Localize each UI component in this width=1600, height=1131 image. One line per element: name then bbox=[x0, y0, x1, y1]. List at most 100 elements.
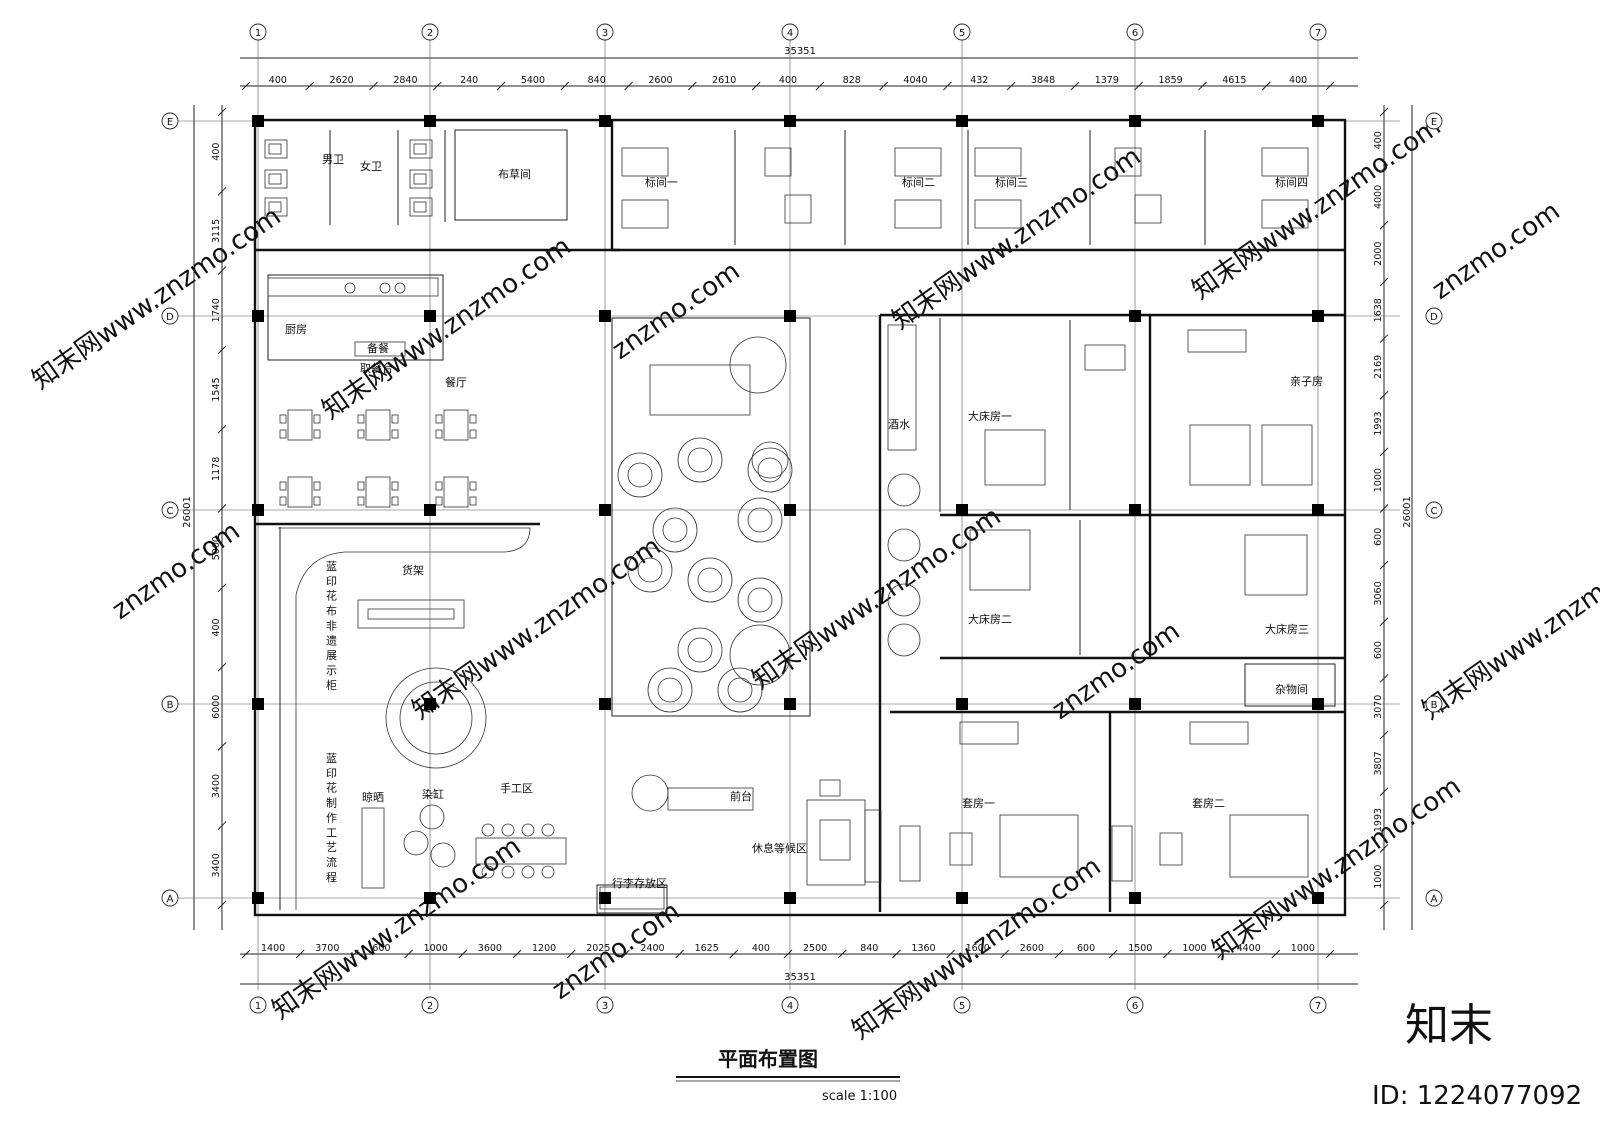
suite1-table bbox=[949, 832, 973, 866]
room-luggage: 行李存放区 bbox=[612, 876, 667, 890]
bubble-bottom-7-circle bbox=[1309, 996, 1327, 1014]
dining-chair-0-2 bbox=[313, 414, 321, 424]
dim-bottom-tick-20 bbox=[1325, 949, 1335, 959]
wc-toilet-3 bbox=[413, 143, 427, 155]
watermark-repeat-7: 知末网www.znzmo.com bbox=[747, 501, 1007, 695]
dim-top-tick-8 bbox=[751, 81, 761, 91]
dim-total-right: 26001 bbox=[1402, 496, 1413, 528]
dim-right-12: 1993 bbox=[1373, 808, 1384, 832]
dim-bottom-19: 1000 bbox=[1291, 943, 1315, 954]
room-twin3: 标间三 bbox=[995, 175, 1028, 189]
dim-right-tick-12 bbox=[1379, 787, 1389, 797]
suite1-bed bbox=[999, 814, 1079, 878]
dim-top-tick-12 bbox=[1006, 81, 1016, 91]
dim-left-6: 400 bbox=[211, 618, 222, 636]
courtyard-ring-2 bbox=[652, 507, 698, 553]
dim-left-0: 400 bbox=[211, 143, 222, 161]
dim-bottom-tick-12 bbox=[892, 949, 901, 959]
courtyard-ring-8 bbox=[737, 577, 783, 623]
bubble-bottom-4-circle bbox=[781, 996, 799, 1014]
dining-chair-1-1 bbox=[357, 429, 365, 439]
bubble-top-2: 2 bbox=[427, 28, 433, 39]
dim-bottom-4: 3600 bbox=[478, 943, 502, 954]
dim-bottom-tick-15 bbox=[1054, 949, 1064, 959]
column-30 bbox=[1312, 504, 1324, 516]
dim-right-tick-9 bbox=[1379, 617, 1389, 627]
dining-chair-0-0 bbox=[279, 414, 287, 424]
bubble-bottom-6: 6 bbox=[1132, 1001, 1138, 1012]
watermark-repeat-14: znzmo.com bbox=[1427, 196, 1566, 306]
bubble-top-5: 5 bbox=[959, 28, 965, 39]
column-28 bbox=[1129, 310, 1141, 322]
dim-right-tick-0 bbox=[1379, 107, 1389, 117]
dim-right-2: 2000 bbox=[1373, 242, 1384, 266]
round-platform-inner bbox=[399, 681, 473, 755]
dim-bottom-3: 1000 bbox=[424, 943, 448, 954]
dim-top-tick-1 bbox=[305, 81, 315, 91]
dim-left-tick-0 bbox=[217, 107, 227, 117]
column-14 bbox=[252, 310, 264, 322]
wc-stall-1 bbox=[264, 169, 288, 189]
bubble-right-D: D bbox=[1430, 312, 1438, 323]
bubble-top-4-circle bbox=[781, 23, 799, 41]
room-men-wc: 男卫 bbox=[322, 153, 344, 166]
dining-table-1 bbox=[365, 409, 391, 441]
dim-right-6: 1000 bbox=[1373, 468, 1384, 492]
dim-right-tick-13 bbox=[1379, 844, 1389, 853]
dining-chair-4-1 bbox=[357, 496, 365, 506]
dim-top-tick-13 bbox=[1070, 81, 1080, 91]
column-33 bbox=[1312, 698, 1324, 710]
room-twin1: 标间一 bbox=[645, 175, 678, 189]
furniture bbox=[264, 139, 1313, 910]
dim-top-tick-4 bbox=[496, 81, 506, 91]
column-19 bbox=[599, 310, 611, 322]
dim-top-tick-6 bbox=[624, 81, 633, 91]
room-drying: 晾晒 bbox=[362, 790, 384, 804]
dining-table-0 bbox=[287, 409, 313, 441]
dim-bottom-tick-3 bbox=[404, 949, 413, 959]
column-9 bbox=[956, 892, 968, 904]
dim-bottom-tick-19 bbox=[1271, 949, 1281, 959]
column-0 bbox=[252, 115, 264, 127]
dim-top-12: 3848 bbox=[1031, 75, 1055, 86]
room-king1: 大床房一 bbox=[968, 409, 1012, 423]
lounge-rug bbox=[806, 799, 866, 886]
column-8 bbox=[956, 115, 968, 127]
bubble-left-D: D bbox=[166, 312, 174, 323]
dim-bottom-tick-11 bbox=[837, 949, 847, 959]
dining-chair-2-1 bbox=[435, 429, 443, 439]
dim-bottom-7: 2400 bbox=[640, 943, 664, 954]
courtyard-ring-10 bbox=[717, 667, 763, 713]
twin-bed-0 bbox=[621, 147, 669, 177]
dining-table-2 bbox=[443, 409, 469, 441]
courtyard-ring-0 bbox=[617, 452, 663, 498]
suite2-bathtub bbox=[1189, 721, 1249, 745]
dim-top-tick-14 bbox=[1134, 81, 1144, 91]
craft-stool-bottom-2 bbox=[521, 865, 535, 879]
dim-right-3: 1638 bbox=[1373, 298, 1384, 322]
dim-right-tick-7 bbox=[1379, 504, 1389, 513]
twin-bed-1 bbox=[621, 199, 669, 229]
dim-bottom-18: 4400 bbox=[1237, 943, 1261, 954]
display-case bbox=[357, 599, 465, 629]
column-15 bbox=[424, 310, 436, 322]
dim-top-7: 2610 bbox=[712, 75, 736, 86]
dim-left-4: 1178 bbox=[211, 457, 222, 481]
dining-chair-1-3 bbox=[391, 429, 399, 439]
column-13 bbox=[1312, 892, 1324, 904]
king1-bed bbox=[984, 429, 1046, 486]
dim-bottom-16: 1500 bbox=[1128, 943, 1152, 954]
dining-table-5 bbox=[443, 476, 469, 508]
family-bed-2 bbox=[1261, 424, 1313, 486]
room-storage: 杂物间 bbox=[1275, 682, 1308, 696]
dim-top-4: 5400 bbox=[521, 75, 545, 86]
courtyard-ring-5 bbox=[687, 557, 733, 603]
twin-bed-4 bbox=[974, 147, 1022, 177]
front-desk bbox=[667, 787, 754, 811]
dim-top-tick-3 bbox=[432, 81, 442, 91]
dining-table-4 bbox=[365, 476, 391, 508]
dim-left-tick-7 bbox=[217, 662, 227, 672]
bubble-left-B: B bbox=[167, 700, 174, 711]
watermark-repeat-9: 知末网www.znzmo.com bbox=[1417, 531, 1600, 725]
column-11 bbox=[1129, 892, 1141, 904]
